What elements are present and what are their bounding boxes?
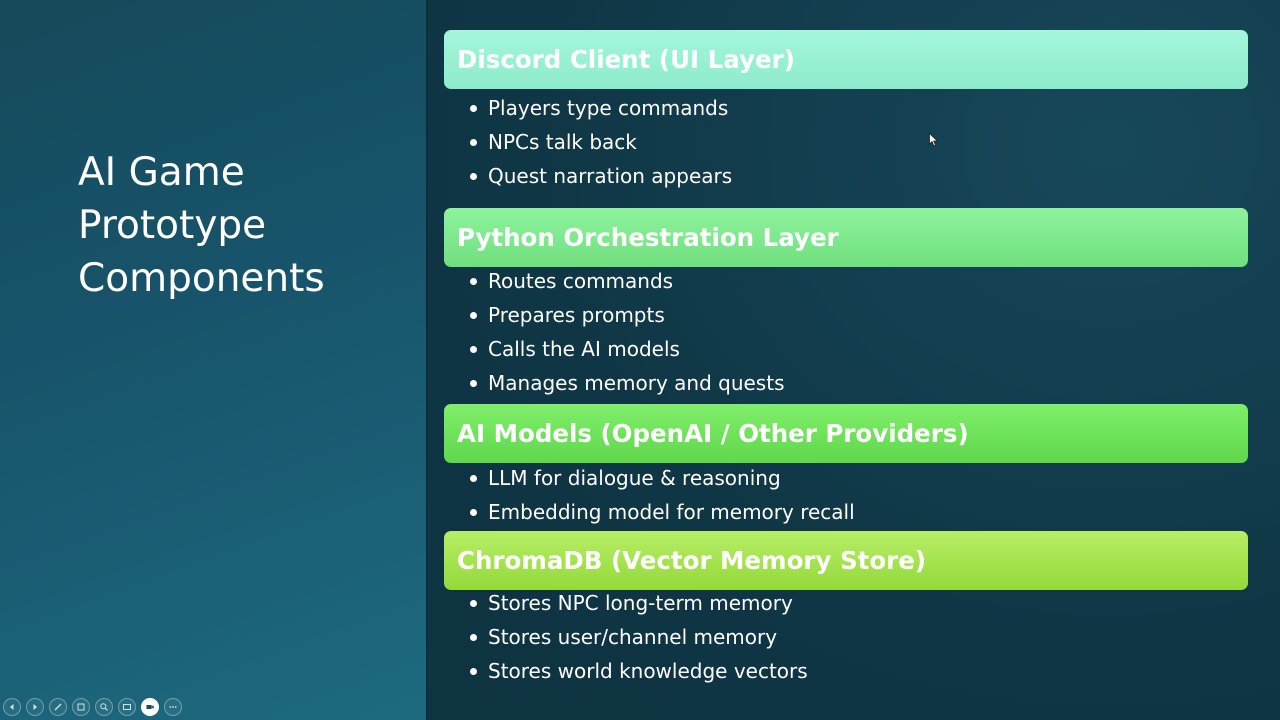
bullet-text: Stores world knowledge vectors: [488, 659, 808, 683]
bullet-icon: [470, 105, 477, 112]
bullet-item: LLM for dialogue & reasoning: [470, 461, 855, 495]
bullet-item: Embedding model for memory recall: [470, 495, 855, 529]
bullet-icon: [470, 600, 477, 607]
section-header-discord-client: Discord Client (UI Layer): [444, 30, 1248, 89]
bullet-icon: [470, 139, 477, 146]
bullet-icon: [470, 278, 477, 285]
bullet-text: LLM for dialogue & reasoning: [488, 466, 781, 490]
section-bullets-chromadb: Stores NPC long-term memory Stores user/…: [470, 586, 808, 688]
bullet-icon: [470, 312, 477, 319]
bullet-text: Quest narration appears: [488, 164, 733, 188]
section-header-ai-models: AI Models (OpenAI / Other Providers): [444, 404, 1248, 463]
section-header-chromadb: ChromaDB (Vector Memory Store): [444, 531, 1248, 590]
mouse-cursor-icon: [929, 133, 939, 147]
pen-icon[interactable]: [49, 698, 67, 716]
bullet-text: Stores user/channel memory: [488, 625, 778, 649]
camera-icon[interactable]: [141, 698, 159, 716]
slide-title-line: AI Game: [78, 150, 245, 195]
bullet-text: Calls the AI models: [488, 337, 680, 361]
subtitles-icon[interactable]: [118, 698, 136, 716]
bullet-icon: [470, 509, 477, 516]
bullet-text: Prepares prompts: [488, 303, 665, 327]
bullet-text: Manages memory and quests: [488, 371, 785, 395]
bullet-icon: [470, 475, 477, 482]
bullet-item: Stores NPC long-term memory: [470, 586, 808, 620]
bullet-item: Calls the AI models: [470, 332, 784, 366]
section-bullets-discord-client: Players type commands NPCs talk back Que…: [470, 91, 732, 193]
presenter-toolbar: [3, 697, 182, 717]
bullet-text: Players type commands: [488, 96, 729, 120]
bullet-text: Embedding model for memory recall: [488, 500, 855, 524]
bullet-item: Routes commands: [470, 264, 784, 298]
section-header-python-orchestration: Python Orchestration Layer: [444, 208, 1248, 267]
bullet-text: NPCs talk back: [488, 130, 637, 154]
bullet-text: Stores NPC long-term memory: [488, 591, 793, 615]
slide-title-line: Components: [78, 256, 325, 301]
more-icon[interactable]: [164, 698, 182, 716]
section-bullets-python-orchestration: Routes commands Prepares prompts Calls t…: [470, 264, 784, 400]
panel-divider: [426, 0, 430, 720]
slide-title: AI Game Prototype Components: [78, 146, 418, 305]
bullet-item: Prepares prompts: [470, 298, 784, 332]
content-panel: [428, 0, 1280, 720]
bullet-item: Stores world knowledge vectors: [470, 654, 808, 688]
bullet-icon: [470, 634, 477, 641]
bullet-item: Stores user/channel memory: [470, 620, 808, 654]
bullet-icon: [470, 173, 477, 180]
title-panel: [0, 0, 428, 720]
previous-icon[interactable]: [3, 698, 21, 716]
bullet-item: NPCs talk back: [470, 125, 732, 159]
bullet-icon: [470, 346, 477, 353]
zoom-icon[interactable]: [95, 698, 113, 716]
bullet-item: Manages memory and quests: [470, 366, 784, 400]
bullet-item: Players type commands: [470, 91, 732, 125]
bullet-text: Routes commands: [488, 269, 674, 293]
bullet-item: Quest narration appears: [470, 159, 732, 193]
slides-icon[interactable]: [72, 698, 90, 716]
bullet-icon: [470, 668, 477, 675]
section-bullets-ai-models: LLM for dialogue & reasoning Embedding m…: [470, 461, 855, 529]
bullet-icon: [470, 380, 477, 387]
next-icon[interactable]: [26, 698, 44, 716]
slide-title-line: Prototype: [78, 203, 267, 248]
